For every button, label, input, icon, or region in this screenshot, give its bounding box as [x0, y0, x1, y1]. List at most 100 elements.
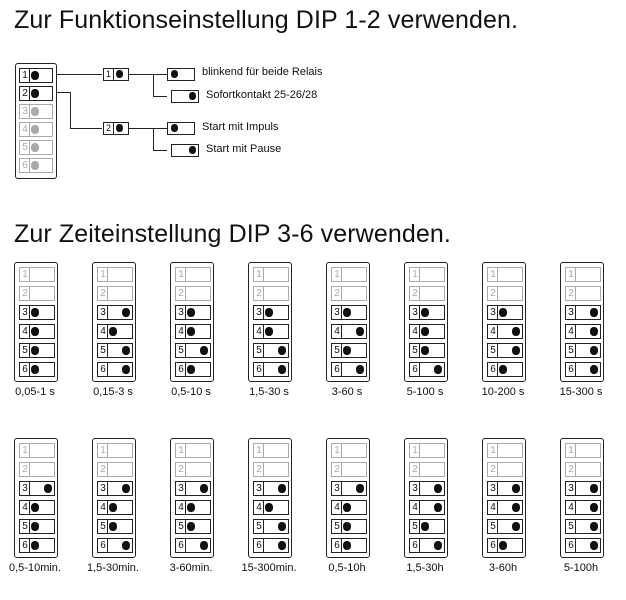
switch-knob [200, 346, 208, 355]
dip-switch [419, 324, 445, 339]
dip-switch [419, 462, 445, 477]
dip-switch [29, 104, 53, 119]
dip2-right-switch [171, 144, 199, 157]
switch-knob [356, 484, 364, 493]
switch-knob [31, 125, 39, 134]
time-range-label: 0,15-3 s [93, 386, 133, 398]
dip-switch [341, 443, 367, 458]
function-dip-block: 1 2 3 4 5 6 [15, 63, 57, 179]
dip-switch [497, 481, 523, 496]
dip-switch [497, 267, 523, 282]
dip-switch [341, 305, 367, 320]
dip-switch [419, 267, 445, 282]
switch-knob [31, 107, 39, 116]
switch-knob [590, 503, 598, 512]
dip2-right-label: Start mit Pause [206, 143, 282, 155]
dip-switch [575, 462, 601, 477]
switch-knob [434, 484, 442, 493]
dip-switch [185, 362, 211, 377]
dip-switch [263, 462, 289, 477]
switch-knob [187, 327, 195, 336]
switch-knob [343, 503, 351, 512]
switch-knob [434, 365, 442, 374]
switch-knob [421, 522, 429, 531]
dip-switch [419, 481, 445, 496]
switch-knob [590, 541, 598, 550]
dip-switch [263, 343, 289, 358]
switch-knob [499, 541, 507, 550]
dip-switch [341, 500, 367, 515]
dip-switch [29, 500, 55, 515]
switch-knob [109, 503, 117, 512]
switch-knob [512, 522, 520, 531]
dip-switch [185, 443, 211, 458]
dip-switch [497, 305, 523, 320]
dip-number: 5 [97, 519, 109, 534]
dip-switch [29, 362, 55, 377]
time-range-label: 3-60min. [169, 562, 213, 574]
connector-line [129, 128, 153, 129]
time-range-label: 0,05-1 s [15, 386, 55, 398]
switch-knob [512, 484, 520, 493]
dip-switch [575, 267, 601, 282]
switch-knob [122, 365, 130, 374]
connector-line [56, 92, 70, 93]
switch-knob [122, 346, 130, 355]
dip-number: 2 [487, 286, 499, 301]
switch-knob [31, 522, 39, 531]
dip-switch [341, 362, 367, 377]
switch-knob [278, 541, 286, 550]
dip-switch [575, 286, 601, 301]
switch-knob [189, 92, 196, 100]
connector-line [153, 128, 167, 129]
dip-switch [419, 500, 445, 515]
time-range-label: 0,5-10h [328, 562, 366, 574]
time-range-label: 0,5-10 s [171, 386, 211, 398]
switch-knob [31, 503, 39, 512]
switch-knob [499, 308, 507, 317]
dip-switch [419, 343, 445, 358]
switch-knob [278, 522, 286, 531]
dip-number: 4 [565, 500, 577, 515]
switch-knob [200, 541, 208, 550]
switch-knob [590, 484, 598, 493]
switch-knob [278, 346, 286, 355]
dip-switch [575, 519, 601, 534]
dip-switch [497, 462, 523, 477]
time-range-label: 10-200 s [481, 386, 525, 398]
dip-switch [29, 538, 55, 553]
dip-switch [497, 519, 523, 534]
dip-switch [263, 481, 289, 496]
switch-knob [31, 161, 39, 170]
dip-switch [497, 500, 523, 515]
connector-line [153, 96, 167, 97]
dip-switch [29, 305, 55, 320]
switch-knob [512, 503, 520, 512]
dip-switch [419, 286, 445, 301]
dip-switch [263, 305, 289, 320]
dip-number: 4 [19, 122, 31, 137]
switch-knob [31, 365, 39, 374]
dip-switch [575, 305, 601, 320]
switch-knob [343, 541, 351, 550]
switch-knob [189, 146, 196, 154]
switch-knob [590, 327, 598, 336]
dip-switch [107, 500, 133, 515]
switch-knob [122, 308, 130, 317]
dip-switch [107, 286, 133, 301]
dip-switch [575, 443, 601, 458]
dip-switch [419, 362, 445, 377]
switch-knob [171, 70, 178, 78]
dip-switch [107, 362, 133, 377]
dip-switch [29, 68, 53, 83]
switch-knob [356, 327, 364, 336]
time-range-label: 3-60 s [331, 386, 363, 398]
switch-knob [31, 143, 39, 152]
